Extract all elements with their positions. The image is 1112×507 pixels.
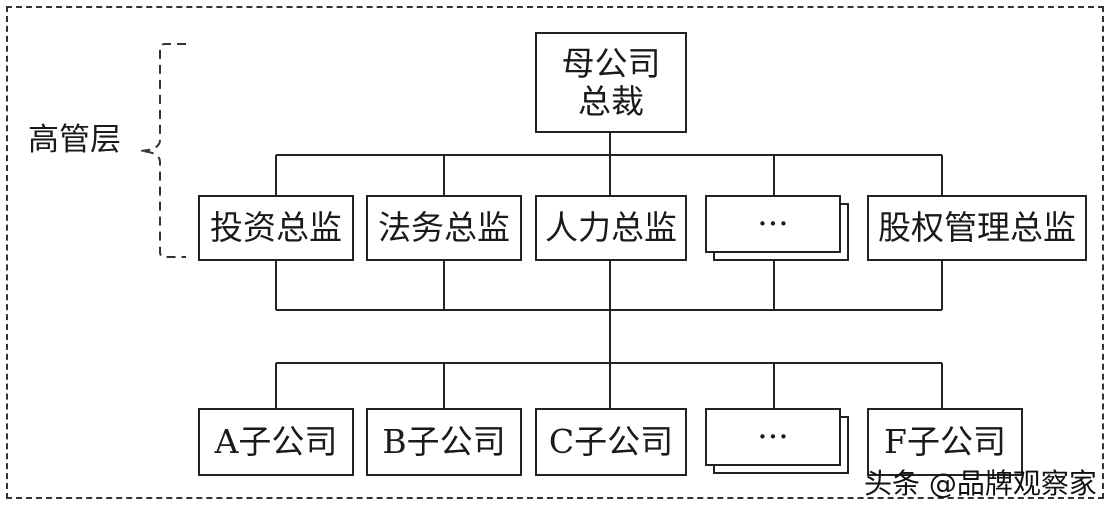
subsidiary-label: B子公司 xyxy=(382,422,506,461)
management-node-more: ··· xyxy=(705,195,841,253)
subsidiary-node: F子公司 xyxy=(867,408,1023,476)
management-brace xyxy=(139,43,186,258)
parent-company-president-node: 母公司 总裁 xyxy=(535,32,687,133)
ellipsis-label: ··· xyxy=(757,204,789,243)
subsidiary-node: B子公司 xyxy=(366,408,522,476)
watermark-text: 头条 @品牌观察家 xyxy=(864,467,1097,500)
subsidiary-node: C子公司 xyxy=(535,408,687,476)
subsidiary-label: A子公司 xyxy=(214,422,338,461)
outer-dashed-frame xyxy=(6,6,1104,499)
management-label: 投资总监 xyxy=(210,208,342,247)
ellipsis-label: ··· xyxy=(757,417,789,456)
subsidiary-label: C子公司 xyxy=(548,422,674,461)
subsidiary-node-more: ··· xyxy=(705,408,841,466)
management-label: 股权管理总监 xyxy=(878,208,1076,247)
subsidiary-label: F子公司 xyxy=(884,422,1006,461)
management-label: 人力总监 xyxy=(545,208,677,247)
management-label: 法务总监 xyxy=(378,208,510,247)
management-node: 法务总监 xyxy=(366,195,522,261)
subsidiary-node: A子公司 xyxy=(198,408,354,476)
president-label: 总裁 xyxy=(578,81,644,121)
management-node: 人力总监 xyxy=(535,195,687,261)
parent-company-label: 母公司 xyxy=(561,43,661,83)
management-node: 投资总监 xyxy=(198,195,354,261)
management-node: 股权管理总监 xyxy=(867,195,1087,261)
side-label: 高管层 xyxy=(28,122,121,158)
